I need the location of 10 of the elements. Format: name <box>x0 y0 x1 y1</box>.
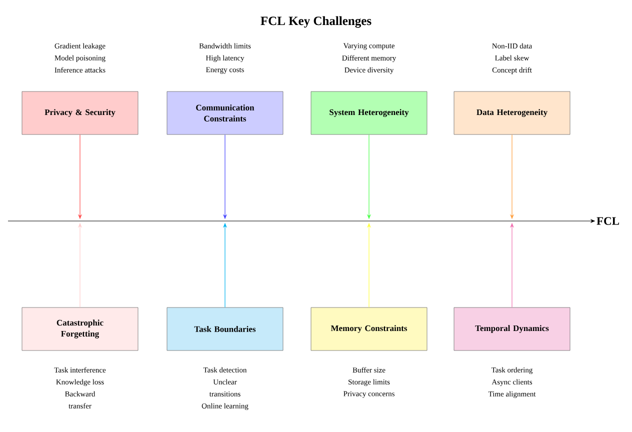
challenge-box: Memory Constraints <box>310 307 428 351</box>
challenge-box: Privacy & Security <box>22 91 138 135</box>
axis-label: FCL <box>596 217 620 225</box>
challenge-box: System Heterogeneity <box>310 91 428 135</box>
challenge-box: Task Boundaries <box>166 307 284 351</box>
challenge-box: Catastrophic Forgetting <box>22 307 138 351</box>
challenge-box: Data Heterogeneity <box>454 91 570 135</box>
title: FCL Key Challenges <box>260 16 372 28</box>
challenge-box: Communication Constraints <box>166 91 284 135</box>
challenge-box: Temporal Dynamics <box>454 307 570 351</box>
